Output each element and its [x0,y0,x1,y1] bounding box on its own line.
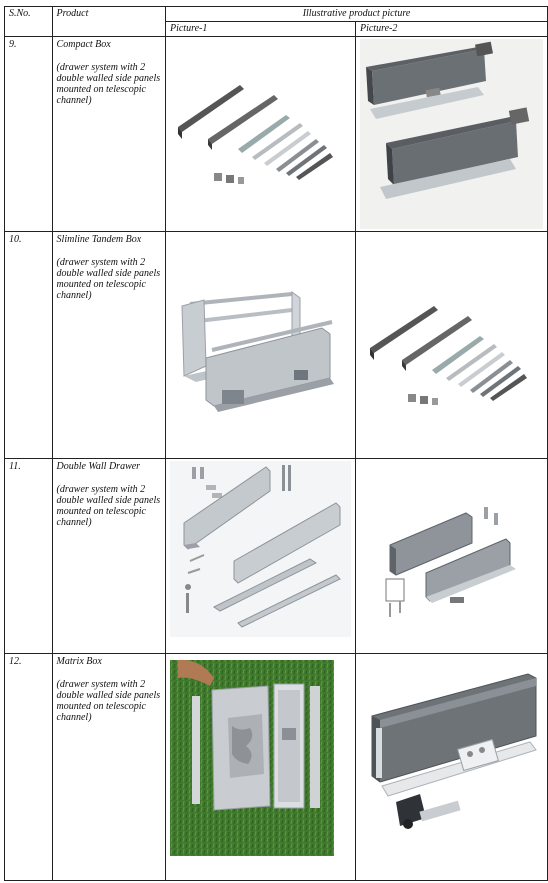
row-sno: 10. [4,231,53,459]
table-header-row: S.No. Product Illustrative product pictu… [4,6,548,37]
product-description: (drawer system with 2 double walled side… [56,484,161,528]
header-product: Product [51,6,166,37]
picture2-cell [354,36,548,232]
row-sno: 12. [4,653,53,881]
product-description: (drawer system with 2 double walled side… [56,679,161,723]
drawer-parts-exploded-icon [177,85,333,184]
row-product: Slimline Tandem Box (drawer system with … [51,231,166,459]
row-product: Matrix Box (drawer system with 2 double … [51,653,166,881]
matrix-box-photo-on-grass-icon [169,659,334,856]
header-picture2: Picture-2 [354,21,548,37]
row-sno: 11. [4,458,53,654]
tandem-box-assembled-icon [181,291,334,412]
product-description: (drawer system with 2 double walled side… [56,257,161,301]
picture2-cell [354,458,548,654]
picture2-cell [354,653,548,881]
table-row: 10. Slimline Tandem Box (drawer system w… [4,231,548,459]
compact-box-assembled-icon [359,39,543,229]
row-product: Compact Box (drawer system with 2 double… [51,36,166,232]
product-description: (drawer system with 2 double walled side… [56,62,161,106]
double-wall-parts-diagram-icon [169,461,351,637]
header-sno: S.No. [4,6,53,37]
row-product: Double Wall Drawer (drawer system with 2… [51,458,166,654]
picture1-cell [164,36,356,232]
matrix-box-closeup-icon [371,673,537,829]
table-row: 9. Compact Box (drawer system with 2 dou… [4,36,548,232]
picture1-cell [164,231,356,459]
picture2-cell [354,231,548,459]
double-wall-assembly-diagram-icon [385,507,516,617]
drawer-parts-exploded-icon [369,306,527,405]
picture1-cell [164,653,356,881]
row-sno: 9. [4,36,53,232]
header-pictures: Illustrative product picture [164,6,548,22]
picture1-cell [164,458,356,654]
product-name: Matrix Box [56,656,102,667]
header-picture1: Picture-1 [164,21,356,37]
product-name: Double Wall Drawer [56,461,141,472]
table-subheader-row: Picture-1 Picture-2 [5,21,548,37]
table-row: 12. Matrix Box (drawer system with 2 dou… [4,653,548,881]
product-name: Compact Box [56,39,111,50]
product-table: S.No. Product Illustrative product pictu… [4,6,548,881]
product-name: Slimline Tandem Box [56,234,142,245]
table-row: 11. Double Wall Drawer (drawer system wi… [4,458,548,654]
